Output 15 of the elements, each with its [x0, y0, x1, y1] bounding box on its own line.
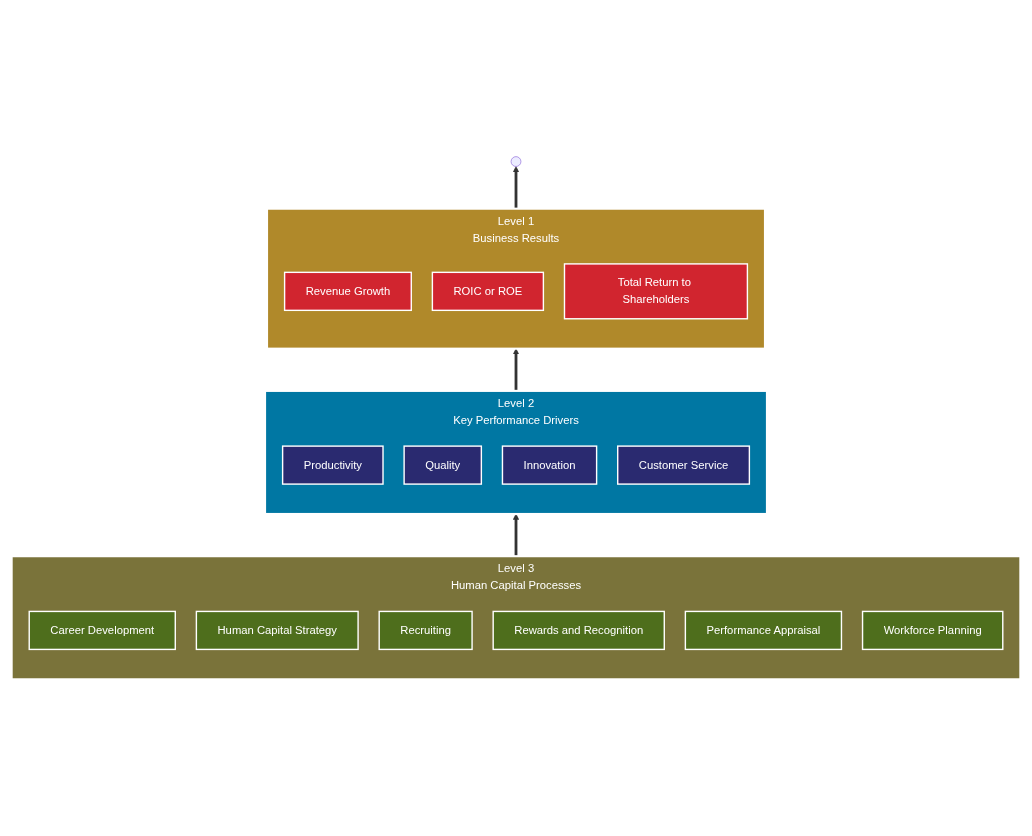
- node-box: Rewards and Recognition: [492, 610, 665, 651]
- node-box: Total Return to Shareholders: [563, 263, 749, 320]
- node-box: Career Development: [28, 610, 176, 651]
- node-box: Human Capital Strategy: [195, 610, 359, 651]
- arrow: [512, 348, 520, 391]
- node-box: Customer Service: [617, 445, 751, 485]
- node-box: Productivity: [281, 445, 384, 485]
- node-box: Performance Appraisal: [684, 610, 843, 651]
- arrow: [512, 166, 520, 209]
- node-box: Quality: [403, 445, 483, 485]
- node-box: ROIC or ROE: [431, 271, 545, 312]
- node-box: Workforce Planning: [861, 610, 1004, 651]
- node-box: Revenue Growth: [283, 271, 412, 312]
- node-box: Recruiting: [378, 610, 473, 651]
- node-box: Innovation: [501, 445, 598, 485]
